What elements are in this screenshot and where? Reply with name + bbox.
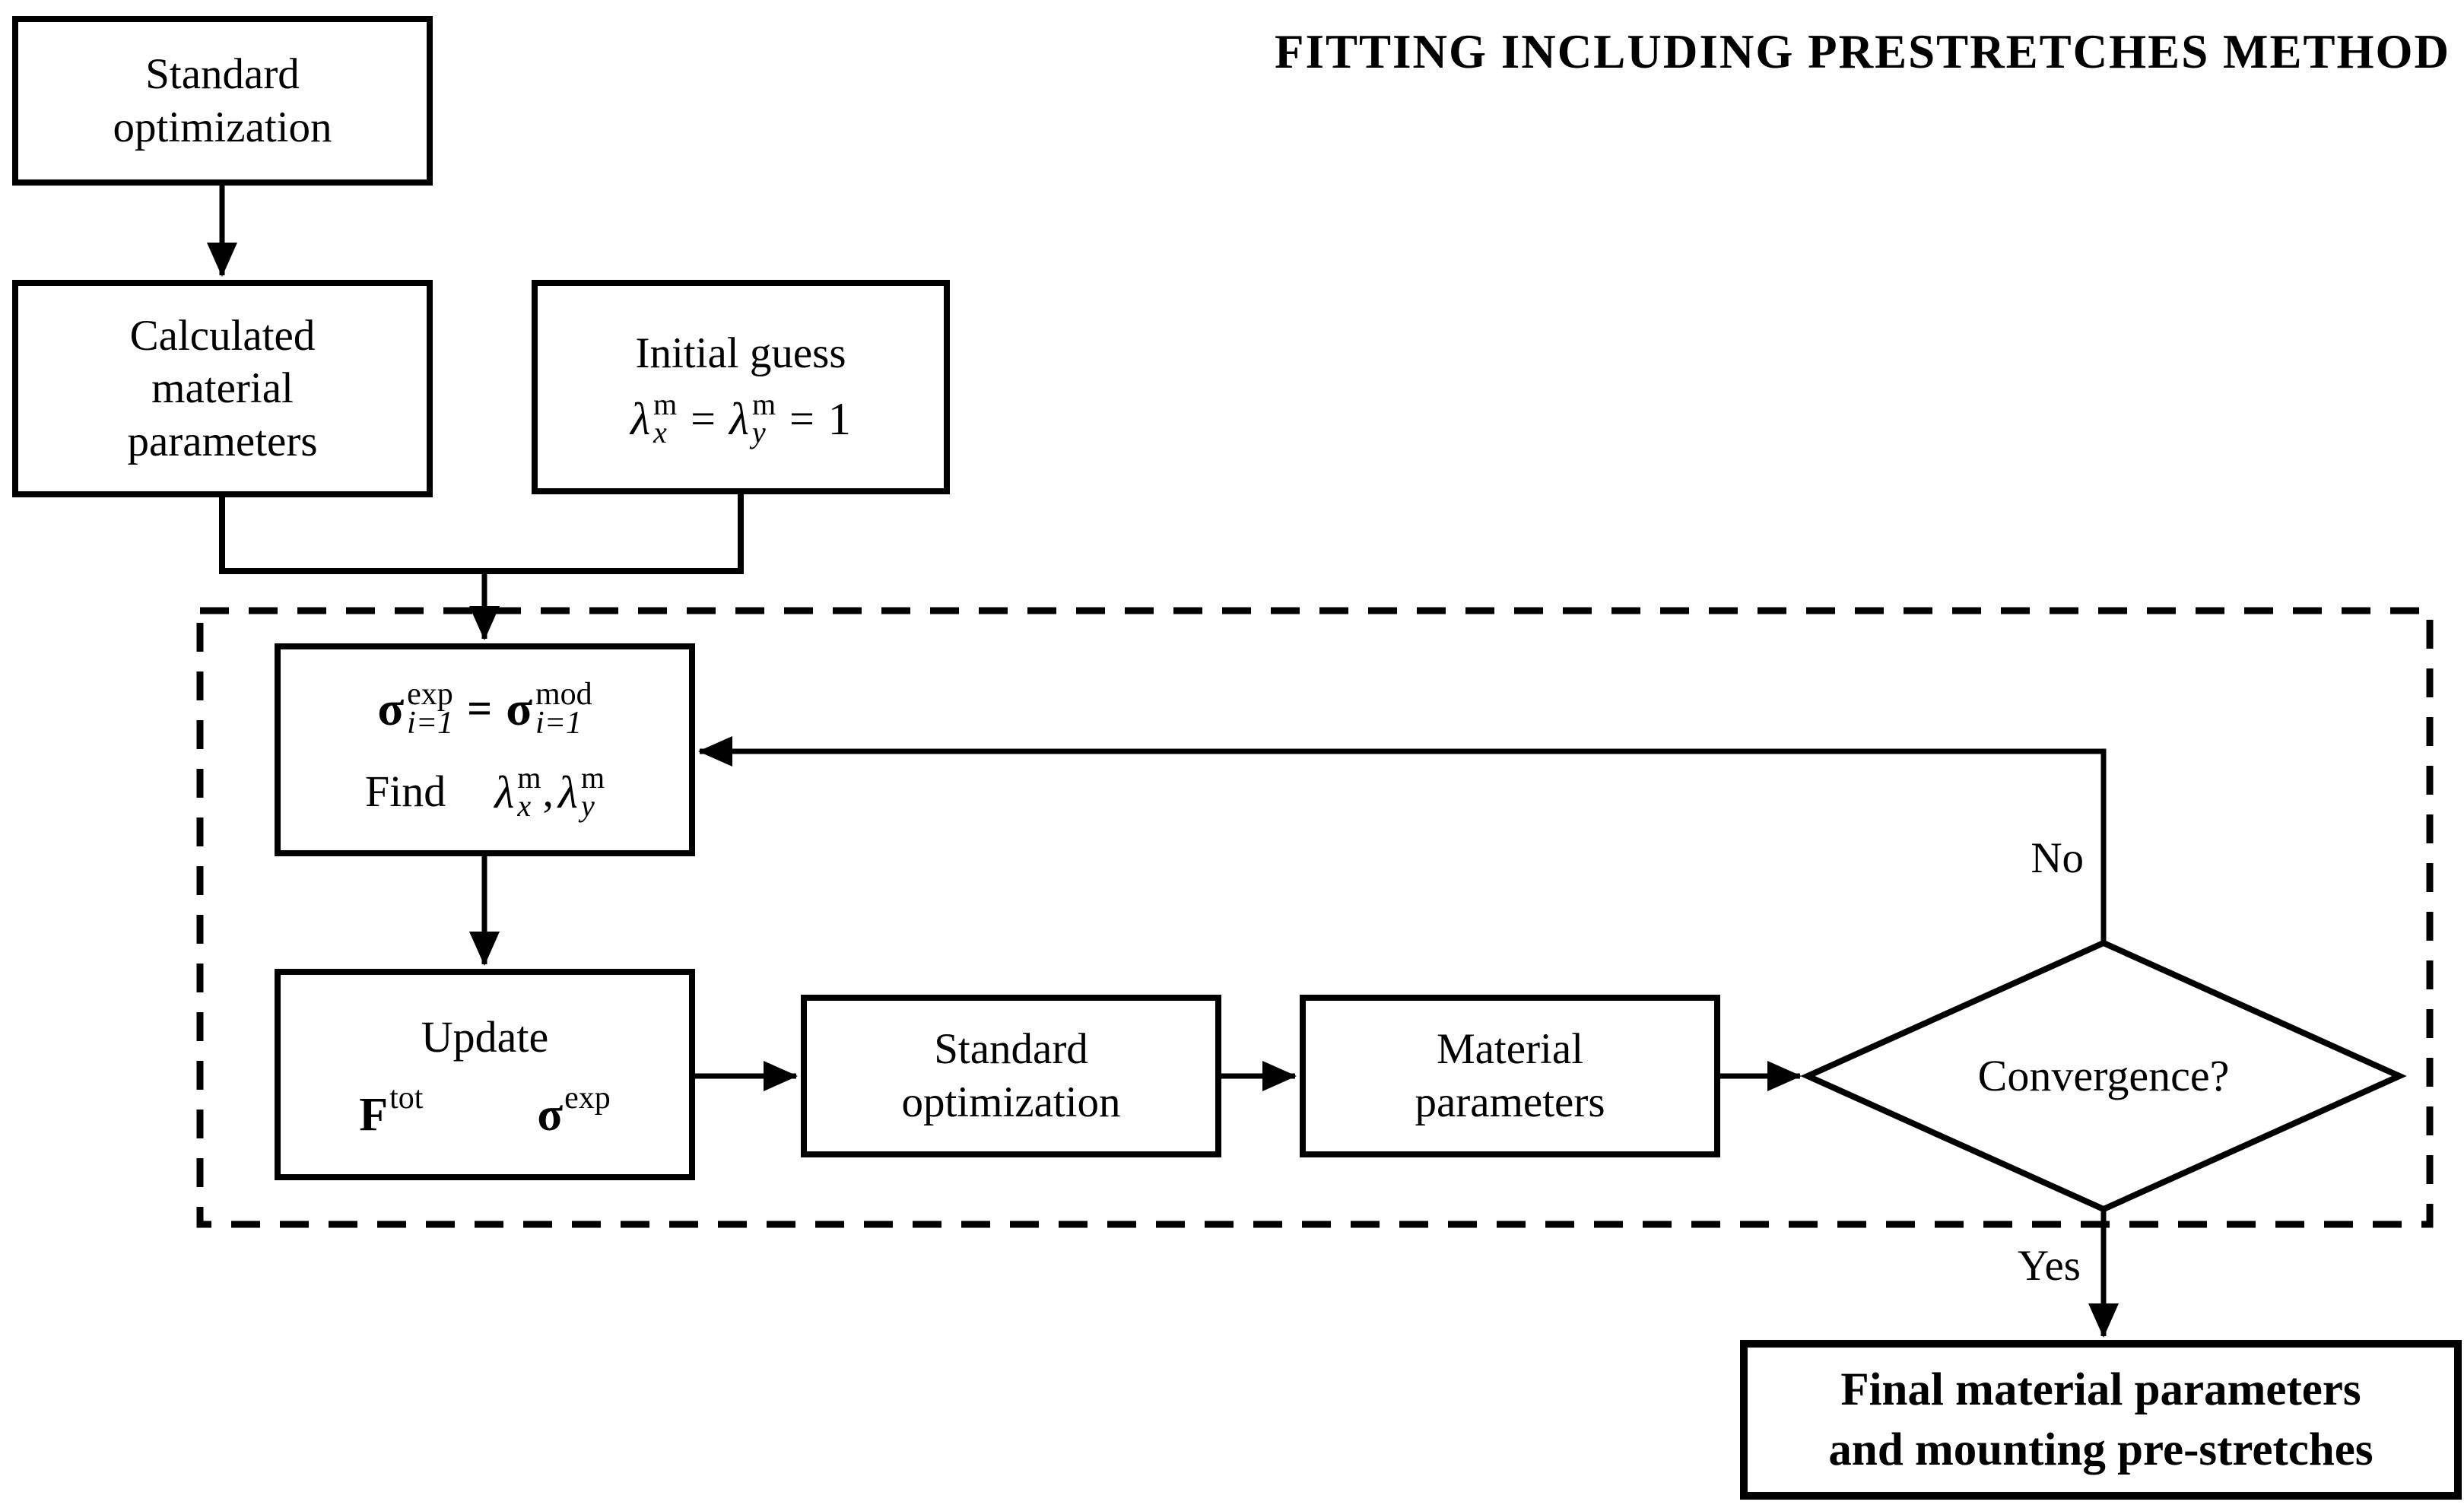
subscript-y: y <box>752 414 766 449</box>
lambda-x-symbol: λ <box>494 767 515 817</box>
initial-guess-text: Initial guess λ m x = λ m y = 1 <box>535 283 947 491</box>
text-line: optimization <box>901 1078 1121 1126</box>
calculated-material-parameters-text: Calculated material parameters <box>15 283 430 494</box>
sigma-equation: σ exp i=1 = σ mod i=1 <box>377 676 592 741</box>
subscript-i1: i=1 <box>535 706 583 741</box>
superscript-tot: tot <box>389 1080 424 1116</box>
superscript-m: m <box>752 386 776 421</box>
lambda-y-symbol: λ <box>729 393 749 444</box>
sigma-exp-symbol: σ <box>377 681 405 736</box>
box-final-result <box>1740 1340 2462 1500</box>
standard-optimization-loop-text: Standard optimization <box>804 998 1218 1154</box>
lambda-x-scripts: m x <box>517 760 541 823</box>
text-line: parameters <box>1415 1078 1605 1126</box>
update-label: Update <box>421 1011 549 1062</box>
equals-sign: = <box>691 393 716 443</box>
standard-optimization-top-text: Standard optimization <box>15 19 430 183</box>
update-text: Update F tot σ exp <box>278 972 692 1177</box>
sigma-mod-symbol: σ <box>506 681 533 736</box>
superscript-exp: exp <box>407 676 453 712</box>
text-line: Initial guess <box>635 329 846 378</box>
convergence-text: Convergence? <box>1808 943 2399 1209</box>
subscript-i1: i=1 <box>407 706 454 741</box>
subscript-y: y <box>580 788 595 823</box>
sigma-match-text: σ exp i=1 = σ mod i=1 Find λ m x , λ m y <box>278 646 692 853</box>
subscript-x: x <box>517 788 532 823</box>
arrow-no-feedback <box>698 736 2107 943</box>
text-line: parameters <box>127 417 318 465</box>
find-lambdas-line: Find λ m x , λ m y <box>364 760 605 823</box>
text-line: optimization <box>113 103 332 151</box>
box-sigma-match <box>275 643 695 856</box>
text-line: Calculated <box>129 311 316 360</box>
comma: , <box>542 767 554 817</box>
lambda-y-scripts: m y <box>580 760 605 823</box>
subscript-x: x <box>653 414 667 449</box>
text-line: Convergence? <box>1977 1050 2230 1100</box>
update-symbols-line: F tot σ exp <box>359 1081 611 1141</box>
superscript-mod: mod <box>535 676 592 712</box>
final-result-text: Final material parameters and mounting p… <box>1744 1344 2458 1496</box>
superscript-exp: exp <box>564 1080 611 1116</box>
equals-sign: = <box>789 393 814 443</box>
lambda-x-scripts: m x <box>653 386 678 449</box>
superscript-m: m <box>580 760 605 795</box>
equals-sign: = <box>467 684 493 734</box>
text-line: Material <box>1436 1025 1584 1074</box>
material-parameters-text: Material parameters <box>1303 998 1717 1154</box>
sigma-mod-scripts: mod i=1 <box>535 676 592 741</box>
superscript-m: m <box>517 760 541 795</box>
lambda-y-symbol: λ <box>557 767 578 817</box>
lambda-y-scripts: m y <box>752 386 776 449</box>
lambda-x-symbol: λ <box>630 393 651 444</box>
yes-label: Yes <box>2018 1242 2081 1290</box>
f-tensor-symbol: F <box>359 1089 389 1141</box>
superscript-m: m <box>653 386 678 421</box>
text-line: Standard <box>145 49 300 98</box>
text-line: Standard <box>934 1025 1088 1074</box>
box-calculated-material-parameters <box>12 280 433 497</box>
iteration-loop-dashed-region <box>196 607 2434 1228</box>
no-label: No <box>2031 834 2084 882</box>
box-standard-optimization-top <box>12 16 433 186</box>
text-line: Final material parameters <box>1840 1364 2361 1415</box>
connector-join-lines <box>219 491 744 574</box>
initial-guess-equation: λ m x = λ m y = 1 <box>630 386 851 449</box>
text-line: material <box>151 364 294 413</box>
value-one: 1 <box>827 393 851 444</box>
text-line: and mounting pre-stretches <box>1828 1424 2374 1475</box>
figure-title: FITTING INCLUDING PRESTRETCHES METHOD <box>1274 25 2450 78</box>
find-label: Find <box>364 767 446 817</box>
diamond-convergence <box>1800 939 2407 1213</box>
sigma-exp-scripts: exp i=1 <box>407 676 454 741</box>
sigma-exp-symbol: σ <box>537 1089 564 1141</box>
